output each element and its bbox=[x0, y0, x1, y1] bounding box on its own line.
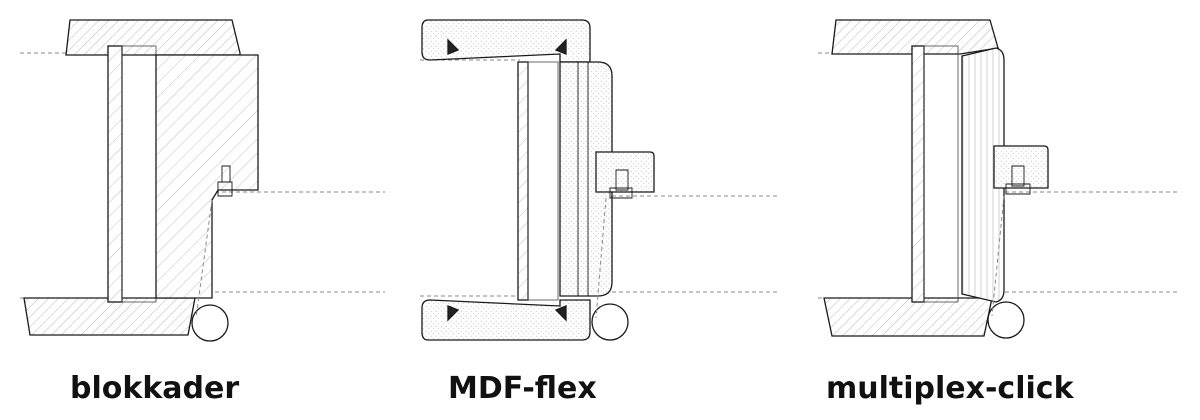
swing-line bbox=[195, 199, 213, 319]
caption-multiplex-click: multiplex-click bbox=[826, 371, 1075, 406]
wall-slab-bottom bbox=[823, 297, 993, 337]
wall-slab-top bbox=[65, 19, 241, 56]
door-stop bbox=[595, 151, 655, 193]
seal-profile bbox=[609, 187, 633, 199]
clip-right-top bbox=[554, 38, 567, 55]
caption-mdf-flex: MDF-flex bbox=[448, 371, 597, 406]
wall-slab-top bbox=[831, 19, 999, 55]
multiplex-jamb bbox=[961, 47, 1005, 303]
insulation bbox=[527, 61, 559, 301]
insulation bbox=[121, 45, 157, 303]
section-blokkader bbox=[20, 19, 385, 342]
mdf-jamb bbox=[559, 61, 613, 297]
seal-holder bbox=[1011, 165, 1025, 187]
seal-profile bbox=[1005, 183, 1031, 195]
seal-holder bbox=[221, 165, 231, 183]
section-mdf-flex bbox=[420, 19, 780, 341]
architrave-bottom bbox=[421, 299, 591, 341]
section-multiplex-click bbox=[818, 19, 1180, 339]
door-stop bbox=[993, 145, 1049, 189]
wall-slab-bottom bbox=[23, 297, 196, 336]
architrave-top bbox=[421, 19, 591, 63]
clip-left-top bbox=[447, 38, 460, 55]
seal-holder bbox=[615, 169, 629, 191]
stud-left bbox=[517, 61, 529, 301]
clip-right-bottom bbox=[554, 305, 567, 322]
stud-left bbox=[911, 45, 925, 303]
clip-left-bottom bbox=[447, 305, 460, 322]
hinge-circle bbox=[191, 304, 229, 342]
hinge-circle bbox=[987, 301, 1025, 339]
insulation bbox=[923, 45, 959, 303]
stud-left bbox=[107, 45, 123, 303]
hinge-circle bbox=[591, 303, 629, 341]
solid-frame bbox=[155, 54, 259, 299]
caption-blokkader: blokkader bbox=[70, 371, 239, 406]
jamb-groove bbox=[577, 61, 589, 297]
swing-line bbox=[595, 197, 607, 319]
swing-line bbox=[991, 195, 1005, 317]
